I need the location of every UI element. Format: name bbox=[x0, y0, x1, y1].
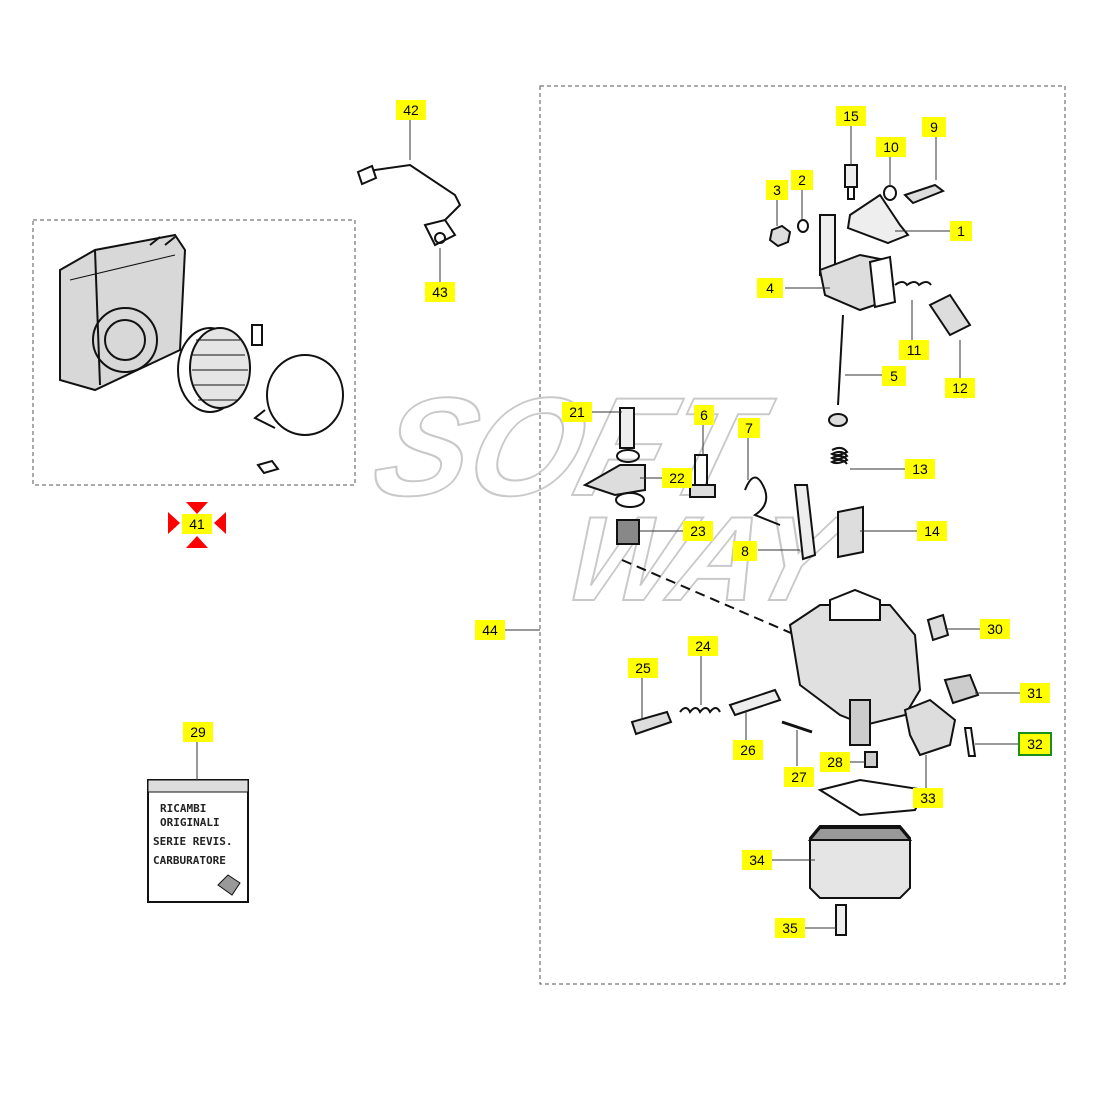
callout-13[interactable]: 13 bbox=[905, 459, 935, 479]
callout-2[interactable]: 2 bbox=[791, 170, 813, 190]
callout-43[interactable]: 43 bbox=[425, 282, 455, 302]
callout-9[interactable]: 9 bbox=[922, 117, 946, 137]
callout-41[interactable]: 41 bbox=[182, 514, 212, 534]
carburetor-group-box bbox=[539, 85, 1066, 985]
watermark-line1: SOFT bbox=[359, 369, 785, 525]
callout-12[interactable]: 12 bbox=[945, 378, 975, 398]
air-filter-group-box bbox=[32, 219, 356, 486]
air-filter-assembly bbox=[59, 233, 344, 475]
callout-3[interactable]: 3 bbox=[766, 180, 788, 200]
callout-30[interactable]: 30 bbox=[980, 619, 1010, 639]
callout-21[interactable]: 21 bbox=[562, 402, 592, 422]
kit-label-line3: SERIE REVIS. bbox=[153, 835, 232, 848]
watermark-line2: WAY bbox=[552, 491, 862, 626]
callout-32-selected[interactable]: 32 bbox=[1018, 732, 1052, 756]
callout-leader-lines bbox=[196, 119, 1020, 929]
callout-24[interactable]: 24 bbox=[688, 636, 718, 656]
callout-5[interactable]: 5 bbox=[882, 366, 906, 386]
callout-35[interactable]: 35 bbox=[775, 918, 805, 938]
callout-34[interactable]: 34 bbox=[742, 850, 772, 870]
callout-10[interactable]: 10 bbox=[876, 137, 906, 157]
callout-28[interactable]: 28 bbox=[820, 752, 850, 772]
repair-kit-bag: RICAMBI ORIGINALI SERIE REVIS. CARBURATO… bbox=[147, 779, 249, 903]
callout-25[interactable]: 25 bbox=[628, 658, 658, 678]
callout-31[interactable]: 31 bbox=[1020, 683, 1050, 703]
callout-7[interactable]: 7 bbox=[738, 418, 760, 438]
choke-cable-assembly bbox=[356, 163, 462, 247]
callout-44[interactable]: 44 bbox=[475, 620, 505, 640]
callout-23[interactable]: 23 bbox=[683, 521, 713, 541]
callout-4[interactable]: 4 bbox=[757, 278, 783, 298]
callout-1[interactable]: 1 bbox=[950, 221, 972, 241]
callout-22[interactable]: 22 bbox=[662, 468, 692, 488]
callout-27[interactable]: 27 bbox=[784, 767, 814, 787]
callout-11[interactable]: 11 bbox=[899, 340, 929, 360]
kit-label-line2: ORIGINALI bbox=[160, 816, 220, 829]
callout-15[interactable]: 15 bbox=[836, 106, 866, 126]
carburetor-parts bbox=[582, 164, 980, 936]
callout-42[interactable]: 42 bbox=[396, 100, 426, 120]
callout-8[interactable]: 8 bbox=[733, 541, 757, 561]
group-marker-41-arrows bbox=[168, 502, 226, 548]
callout-26[interactable]: 26 bbox=[733, 740, 763, 760]
callout-6[interactable]: 6 bbox=[694, 405, 714, 425]
kit-label-line1: RICAMBI bbox=[160, 802, 206, 815]
kit-label-line4: CARBURATORE bbox=[153, 854, 226, 867]
callout-14[interactable]: 14 bbox=[917, 521, 947, 541]
callout-33[interactable]: 33 bbox=[913, 788, 943, 808]
callout-29[interactable]: 29 bbox=[183, 722, 213, 742]
